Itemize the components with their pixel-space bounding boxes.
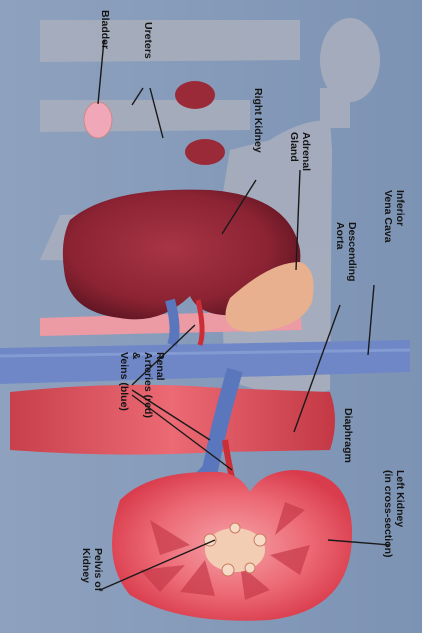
label-pelvis-of-kidney: Pelvis of Kidney xyxy=(80,548,104,591)
diaphragm xyxy=(10,385,335,455)
label-bladder: Bladder xyxy=(99,10,111,49)
renal-vein-right xyxy=(170,300,175,345)
label-renal-vessels: Renal Arteries (red) & Veins (blue) xyxy=(118,352,166,418)
renal-pelvis xyxy=(205,528,265,572)
label-ureters: Ureters xyxy=(142,22,154,59)
label-inferior-vena-cava: Inferior Vena Cava xyxy=(382,190,406,243)
label-right-kidney: Right Kidney xyxy=(252,88,264,153)
label-descending-aorta: Descending Aorta xyxy=(334,222,358,282)
bladder xyxy=(84,102,112,138)
label-adrenal-gland: Adrenal Gland xyxy=(288,132,312,171)
small-kidney-bottom xyxy=(185,139,225,165)
label-diaphragm: Diaphragm xyxy=(342,408,354,463)
small-kidney-top xyxy=(175,81,215,109)
label-left-kidney: Left Kidney (in cross-section) xyxy=(382,470,406,558)
